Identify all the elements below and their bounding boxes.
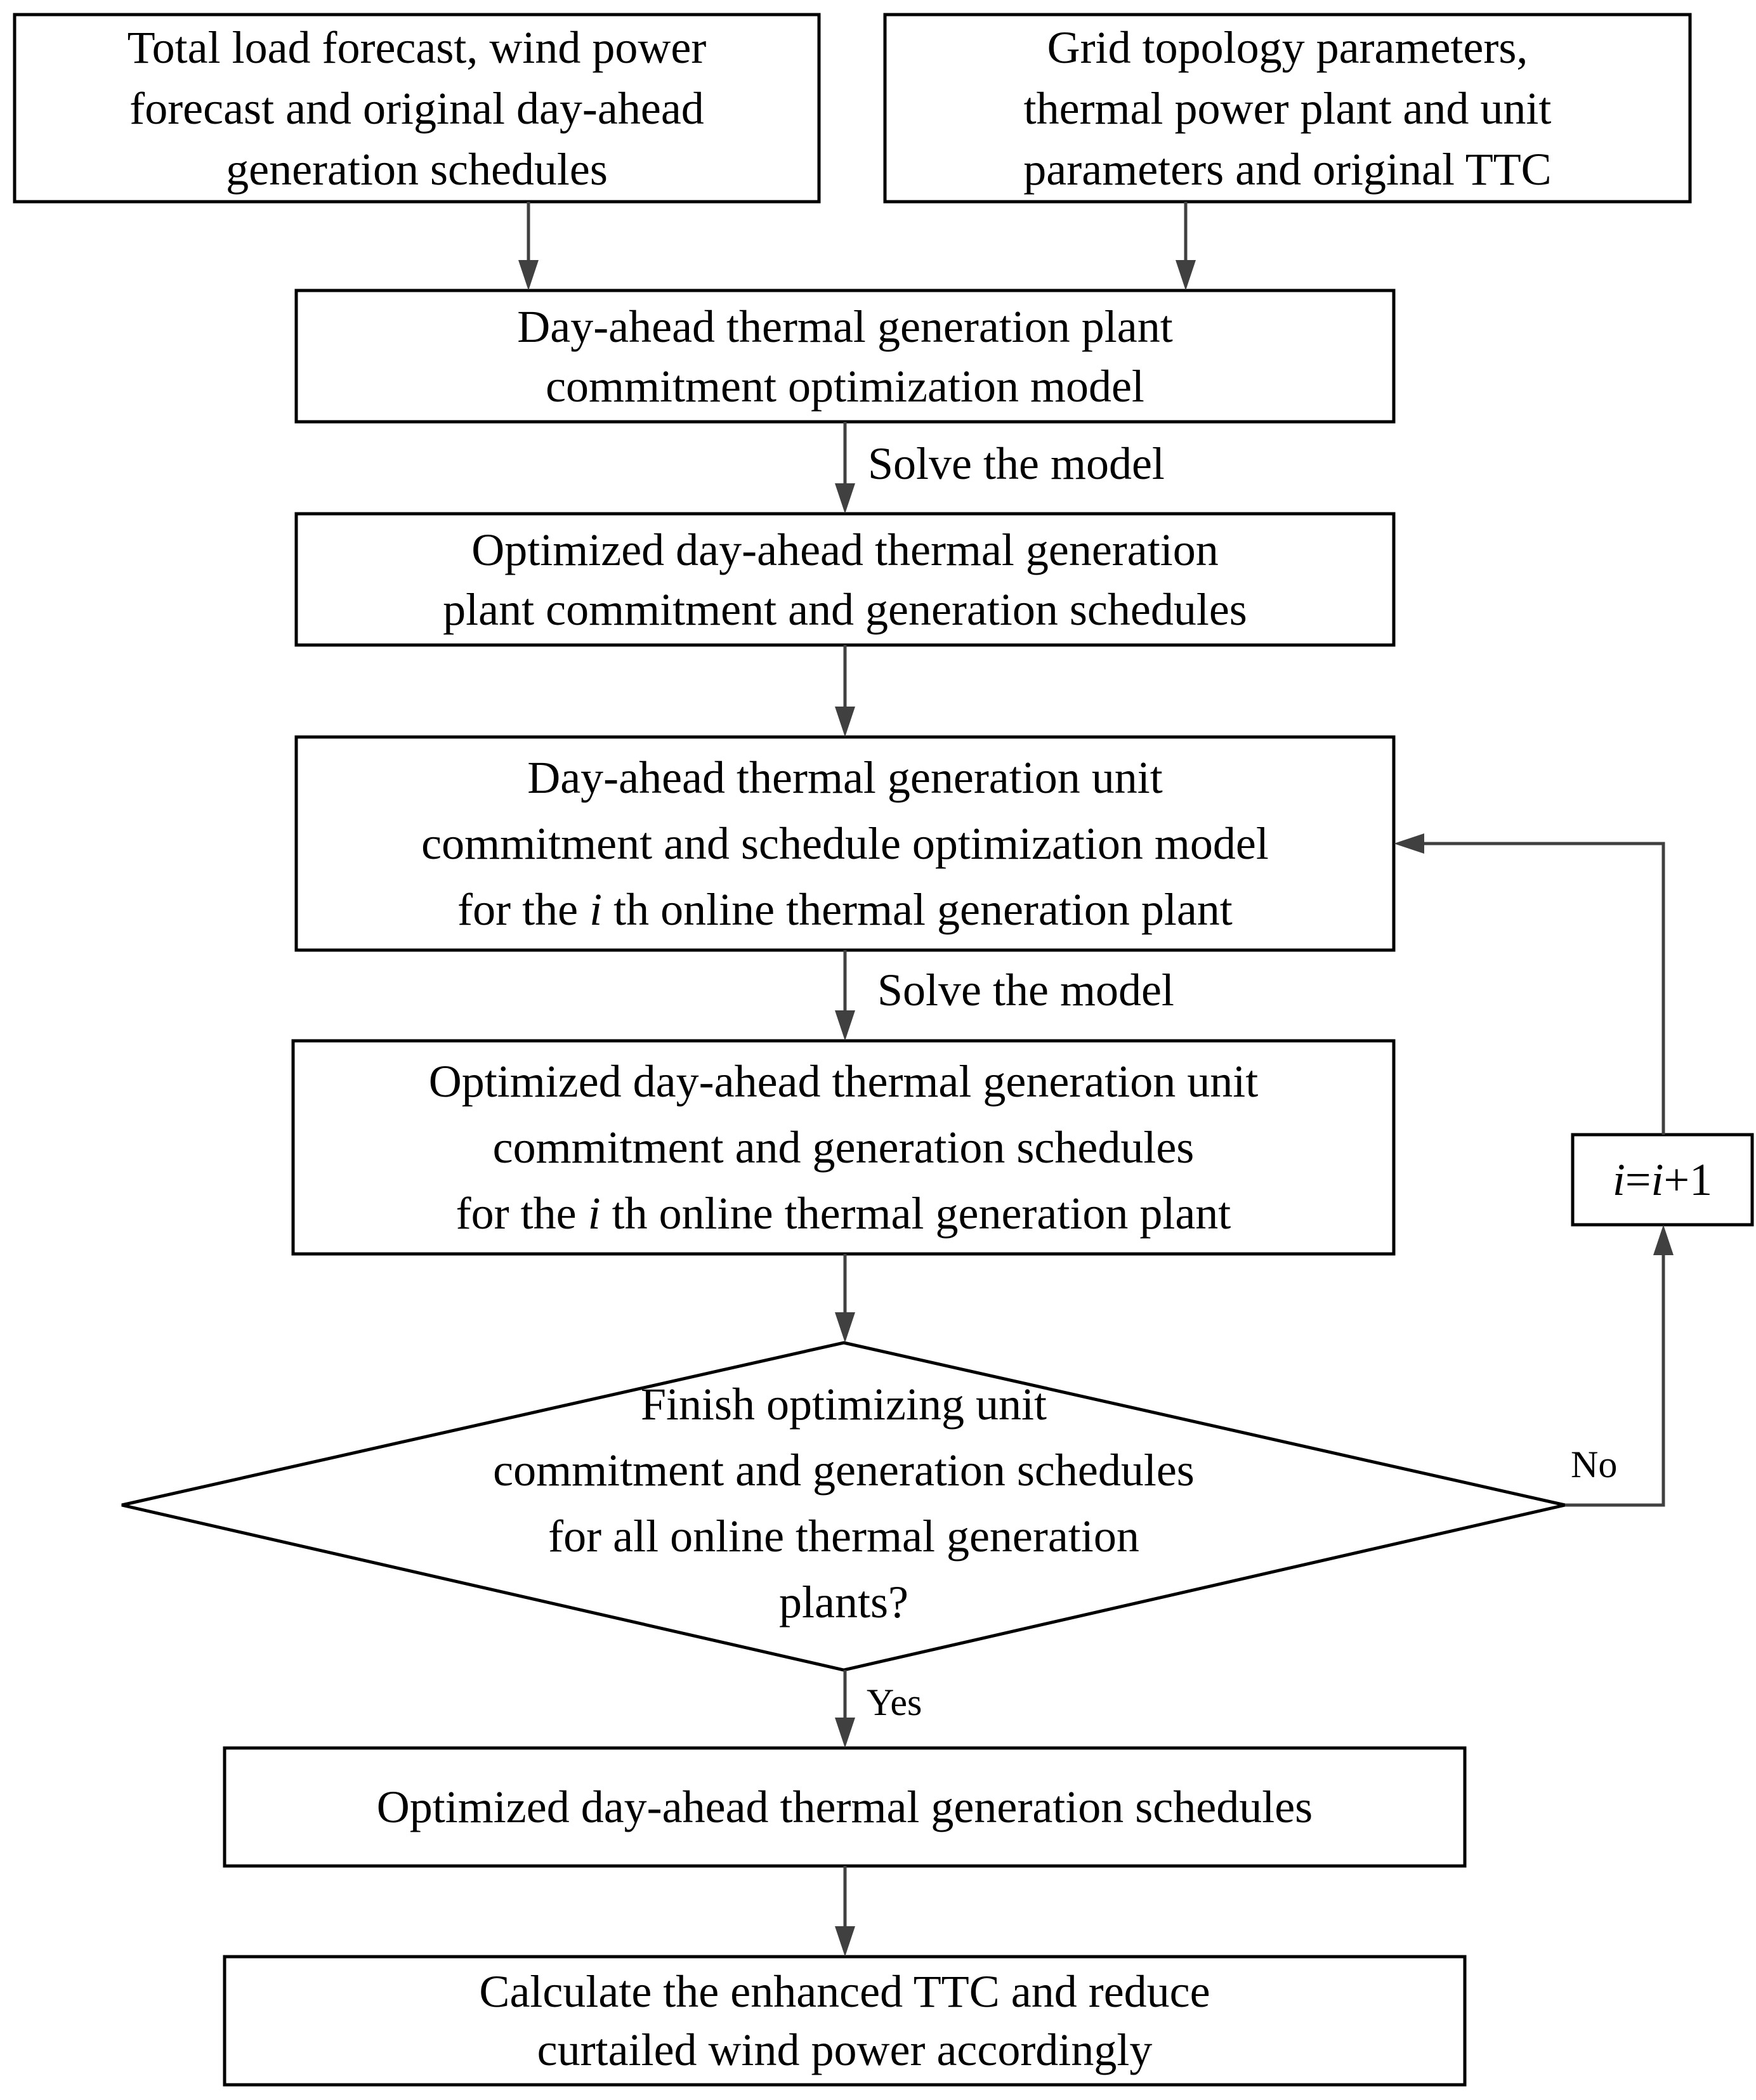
arrow-plant-schedules-to-unit-model: [835, 645, 855, 737]
unit-model-line-1: Day-ahead thermal generation unit: [527, 752, 1163, 803]
inputs-left-line-2: forecast and original day-ahead: [129, 82, 704, 134]
plant-model-box: [294, 289, 1396, 424]
increment-plus-one: +1: [1663, 1154, 1713, 1205]
inputs-right-line-3: parameters and original TTC: [1023, 143, 1552, 195]
arrow-unit-model-to-unit-schedules: [835, 950, 855, 1041]
arrow-decision-to-final-schedules: [835, 1670, 855, 1748]
unit-model-line-3: for the i th online thermal generation p…: [457, 877, 1233, 942]
final-schedules-label: Optimized day-ahead thermal generation s…: [225, 1748, 1465, 1866]
plant-schedules-label: Optimized day-ahead thermal generation p…: [296, 514, 1394, 645]
unit-schedules-line-1: Optimized day-ahead thermal generation u…: [428, 1056, 1259, 1107]
edge-label-no: No: [1571, 1444, 1618, 1485]
inputs-left-label: Total load forecast, wind power forecast…: [15, 15, 819, 202]
decision-label: Finish optimizing unit commitment and ge…: [355, 1370, 1332, 1636]
increment-var-left: i: [1612, 1154, 1625, 1205]
unit-schedules-line-2: commitment and generation schedules: [492, 1122, 1195, 1173]
unit-model-box: [294, 735, 1396, 952]
plant-model-line-2: commitment optimization model: [546, 360, 1144, 412]
decision-line-4: plants?: [779, 1577, 908, 1627]
arrow-unit-schedules-to-decision: [835, 1254, 855, 1343]
inputs-left-line-1: Total load forecast, wind power: [127, 22, 707, 73]
plant-model-label: Day-ahead thermal generation plant commi…: [296, 290, 1394, 422]
decision-line-2: commitment and generation schedules: [493, 1445, 1195, 1496]
inputs-right-line-2: thermal power plant and unit: [1023, 82, 1552, 134]
arrow-decision-no-to-increment: [1565, 1225, 1674, 1507]
result-label: Calculate the enhanced TTC and reduce cu…: [225, 1957, 1465, 2085]
unit-model-line-2: commitment and schedule optimization mod…: [421, 818, 1269, 869]
arrow-inputs-left-to-plant-model: [518, 202, 539, 290]
edge-label-yes: Yes: [867, 1681, 922, 1723]
final-schedules-line-1: Optimized day-ahead thermal generation s…: [376, 1782, 1313, 1832]
increment-equals: =: [1625, 1154, 1651, 1205]
decision-line-1: Finish optimizing unit: [640, 1379, 1047, 1430]
unit-schedules-line-3: for the i th online thermal generation p…: [456, 1180, 1231, 1246]
inputs-left-box: [13, 13, 821, 204]
edge-label-solve-1: Solve the model: [868, 438, 1165, 489]
plant-schedules-box: [294, 512, 1396, 647]
unit-model-line-3-post: th online thermal generation plant: [613, 884, 1233, 935]
result-box: [223, 1955, 1467, 2087]
edge-label-solve-2: Solve the model: [877, 965, 1174, 1015]
increment-expression: i=i+1: [1613, 1147, 1712, 1212]
plant-model-line-1: Day-ahead thermal generation plant: [517, 301, 1173, 352]
result-line-2: curtailed wind power accordingly: [537, 2025, 1153, 2075]
unit-schedules-box: [291, 1039, 1396, 1256]
decision-line-3: for all online thermal generation: [548, 1511, 1139, 1562]
arrow-inputs-right-to-plant-model: [1176, 202, 1196, 290]
unit-schedules-line-3-pre: for the: [455, 1188, 577, 1239]
unit-schedules-label: Optimized day-ahead thermal generation u…: [293, 1041, 1394, 1254]
unit-model-line-3-pre: for the: [457, 884, 579, 935]
unit-model-index-variable: i: [589, 884, 603, 935]
unit-schedules-line-3-post: th online thermal generation plant: [612, 1188, 1231, 1239]
increment-var-right: i: [1651, 1154, 1664, 1205]
inputs-right-label: Grid topology parameters, thermal power …: [885, 15, 1690, 202]
increment-box: [1571, 1133, 1754, 1227]
arrow-final-schedules-to-result: [835, 1866, 855, 1957]
increment-label: i=i+1: [1573, 1135, 1752, 1225]
inputs-right-box: [883, 13, 1692, 204]
arrow-plant-model-to-plant-schedules: [835, 422, 855, 514]
plant-schedules-line-1: Optimized day-ahead thermal generation: [471, 524, 1219, 575]
inputs-left-line-3: generation schedules: [226, 143, 608, 195]
arrow-increment-to-unit-model: [1394, 833, 1665, 1135]
unit-model-label: Day-ahead thermal generation unit commit…: [296, 737, 1394, 950]
result-line-1: Calculate the enhanced TTC and reduce: [479, 1966, 1210, 2017]
unit-schedules-index-variable: i: [587, 1188, 601, 1239]
inputs-right-line-1: Grid topology parameters,: [1047, 22, 1528, 73]
plant-schedules-line-2: plant commitment and generation schedule…: [443, 584, 1247, 635]
